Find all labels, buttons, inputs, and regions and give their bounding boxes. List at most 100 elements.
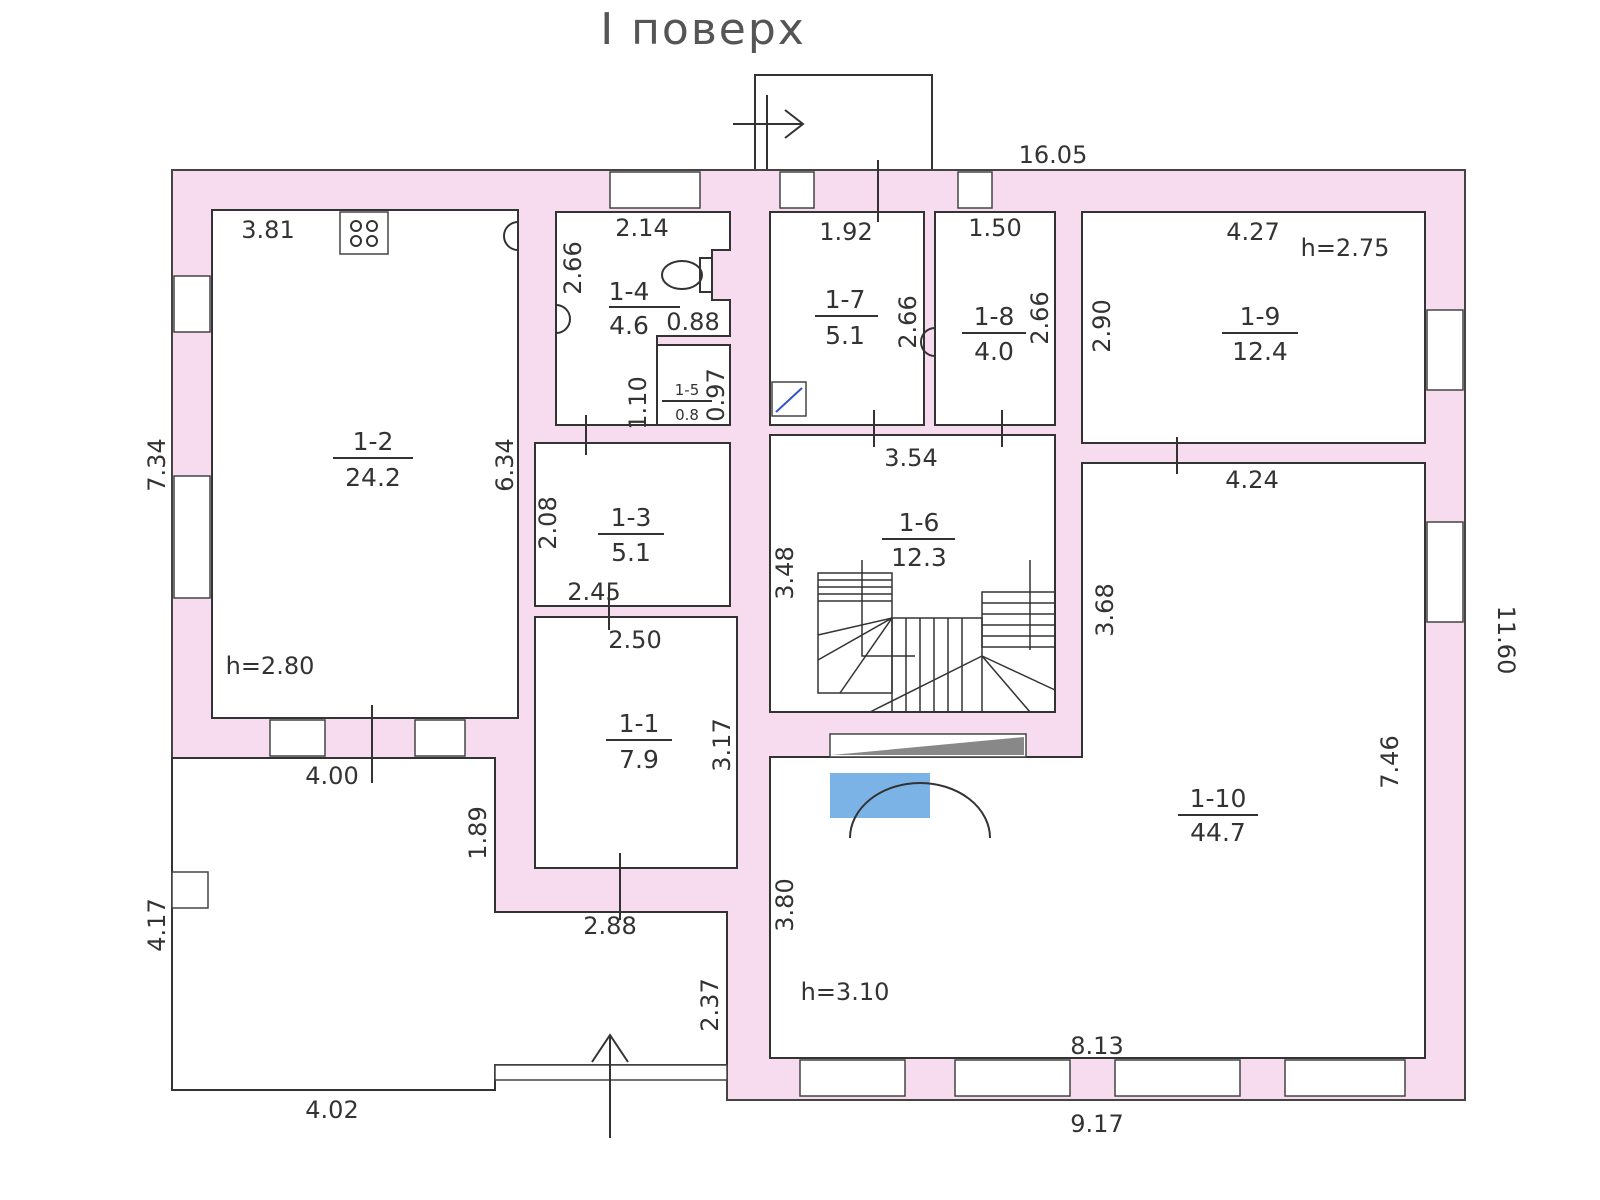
room-1-3 [534,442,731,607]
dimension: 3.17 [708,718,736,771]
svg-text:5.1: 5.1 [825,321,865,350]
svg-text:5.1: 5.1 [611,538,651,567]
dimension: 2.08 [534,496,562,549]
dimension: 8.13 [1070,1032,1123,1060]
dimension: 4.00 [305,762,358,790]
window [799,1059,906,1097]
dimension: 2.90 [1088,299,1116,352]
room-label-1-9: 1-9 12.4 [1222,302,1298,366]
dimension: 0.88 [666,308,719,336]
toilet-icon [661,257,713,293]
svg-text:1-10: 1-10 [1190,784,1247,813]
room-1-5 [656,344,731,426]
svg-text:1-8: 1-8 [974,302,1015,331]
window [269,719,326,757]
dimension: 7.46 [1376,735,1404,788]
ceiling-height: h=2.80 [226,652,315,680]
svg-text:12.3: 12.3 [891,543,947,572]
dimension: 3.81 [241,216,294,244]
stove-icon [339,211,389,255]
svg-text:1-4: 1-4 [609,277,650,306]
window [1426,521,1464,623]
svg-text:12.4: 12.4 [1232,337,1288,366]
dimension: 2.66 [559,241,587,294]
room-1-4 [555,211,731,426]
windows [173,171,1464,1097]
svg-text:0.8: 0.8 [675,406,699,424]
dimension: 11.60 [1492,606,1520,675]
room-labels: 1-224.2 1-44.6 1-50.8 1-75.1 1-84.0 1-91… [333,277,1298,847]
dimension: 9.17 [1070,1110,1123,1138]
entrance-arrow-icon [733,95,805,170]
dimension: 2.14 [615,214,668,242]
dimension: 2.37 [696,978,724,1031]
svg-text:1-3: 1-3 [611,503,652,532]
entry-arrow-icon [591,1033,629,1138]
window [173,275,211,333]
entrance-porch [754,74,933,171]
dimension: 0.97 [702,368,730,421]
washbasin-icon [555,304,571,334]
svg-text:7.9: 7.9 [619,745,659,774]
window [779,171,815,209]
dimension: 2.88 [583,912,636,940]
dimension: 4.02 [305,1096,358,1124]
svg-text:1-1: 1-1 [619,709,660,738]
ceiling-height: h=2.75 [1301,234,1390,262]
dimension: 4.24 [1225,466,1278,494]
room-label-1-7: 1-75.1 [815,285,878,350]
sink-icon [503,221,519,251]
dimension: 1.92 [819,218,872,246]
dimension: 2.45 [567,578,620,606]
room-label-1-2: 1-2 24.2 [333,427,413,492]
svg-text:4.0: 4.0 [974,337,1014,366]
room-label-1-5: 1-50.8 [662,381,712,424]
svg-text:1-6: 1-6 [899,508,940,537]
svg-text:1-2: 1-2 [353,427,394,456]
window [414,719,466,757]
dimension: 2.66 [1026,291,1054,344]
svg-text:44.7: 44.7 [1190,818,1246,847]
window [957,171,993,209]
svg-text:4.6: 4.6 [609,311,649,340]
room-1-2 [211,209,519,719]
svg-text:1-5: 1-5 [675,381,700,399]
svg-text:24.2: 24.2 [345,463,401,492]
dimension: 4.17 [143,898,171,951]
room-label-1-1: 1-17.9 [606,709,672,774]
dimension: 2.50 [608,626,661,654]
room-label-1-6: 1-6 12.3 [882,508,955,572]
room-label-1-3: 1-35.1 [598,503,664,567]
room-1-10 [769,462,1426,1059]
dimension: 3.68 [1091,583,1119,636]
room-label-1-8: 1-84.0 [962,302,1026,366]
window [609,171,701,209]
dimension: 1.89 [464,806,492,859]
window [954,1059,1071,1097]
window [1426,309,1464,391]
window [173,475,211,599]
dimension: 3.80 [771,878,799,931]
room-label-1-10: 1-10 44.7 [1178,784,1258,847]
dimensions: 16.05 3.81 2.14 1.92 1.50 4.27 0.88 3.54… [143,141,1520,1138]
svg-text:1-9: 1-9 [1240,302,1281,331]
dimension: 3.54 [884,444,937,472]
room-label-1-4: 1-44.6 [609,277,680,340]
door-markers [371,160,1178,920]
column [171,871,209,909]
room-1-9 [1081,211,1426,444]
floor-title: І поверх [600,4,806,55]
room-1-8 [934,211,1056,426]
dimension: 1.50 [968,214,1021,242]
shower-icon [771,381,807,417]
staircase [817,560,1056,713]
dimension: 6.34 [491,438,519,491]
window [1284,1059,1406,1097]
dimension: 4.27 [1226,218,1279,246]
washbasin-icon [920,327,936,357]
window [1114,1059,1241,1097]
dimension: 2.66 [894,295,922,348]
dimension: 16.05 [1019,141,1088,169]
ceiling-height: h=3.10 [801,978,890,1006]
